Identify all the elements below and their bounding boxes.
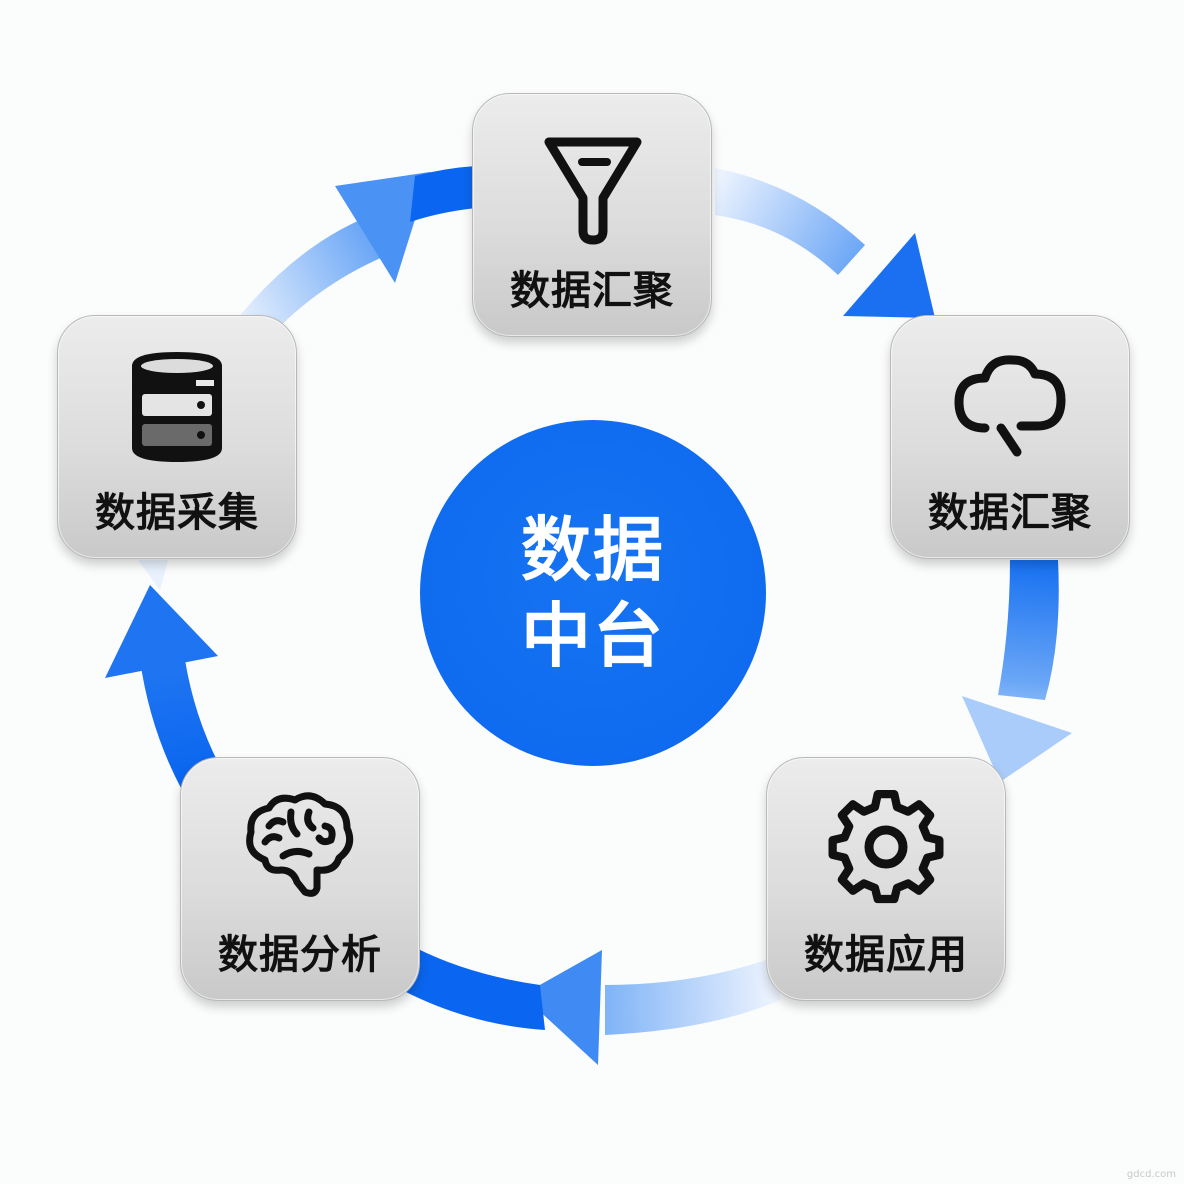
node-label: 数据汇聚	[928, 490, 1092, 536]
node-label: 数据分析	[218, 932, 382, 978]
node-card-left[interactable]: 数据采集	[57, 315, 297, 559]
arrow-right-to-bottom-right	[962, 560, 1072, 782]
node-card-bottom-right[interactable]: 数据应用	[766, 757, 1006, 1001]
node-card-top[interactable]: 数据汇聚	[472, 93, 712, 337]
database-icon	[132, 352, 222, 462]
cloud-icon	[954, 355, 1066, 457]
brain-icon	[246, 792, 354, 897]
node-label: 数据应用	[804, 932, 968, 978]
watermark: gdcd.com	[1126, 1169, 1176, 1180]
arrow-bottom-right-to-bottom-left	[402, 948, 780, 1065]
arrow-top-to-right	[715, 168, 935, 318]
node-label: 数据采集	[95, 490, 259, 536]
node-card-right[interactable]: 数据汇聚	[890, 315, 1130, 559]
arrow-left-to-top	[232, 166, 476, 345]
hub-title-line2: 中台	[521, 595, 665, 677]
arrow-bottom-left-to-left	[105, 560, 222, 790]
node-card-bottom-left[interactable]: 数据分析	[180, 757, 420, 1001]
hub-circle: 数据 中台	[420, 420, 766, 766]
gear-icon	[828, 790, 944, 904]
node-label: 数据汇聚	[510, 268, 674, 314]
hub-title-line1: 数据	[521, 509, 665, 591]
funnel-icon	[544, 137, 642, 245]
